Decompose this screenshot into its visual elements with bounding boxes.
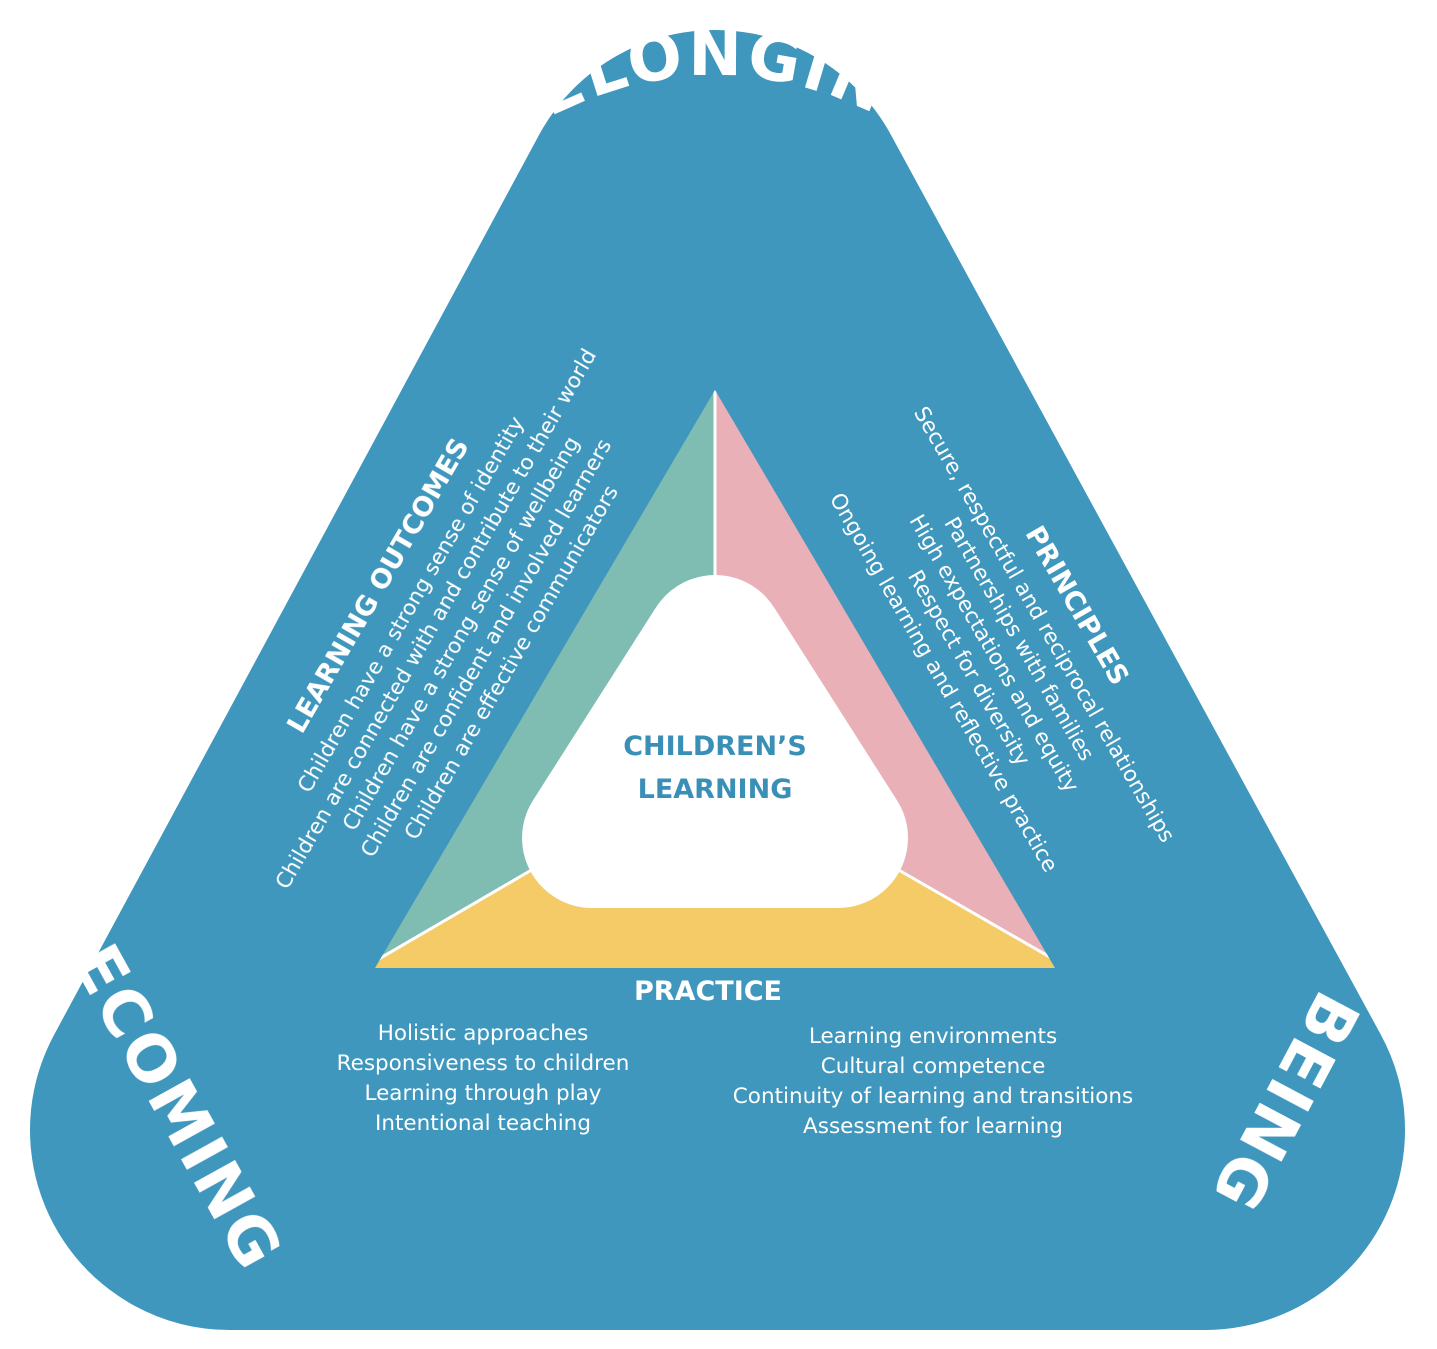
practice-item: Responsiveness to children bbox=[337, 1051, 630, 1076]
practice-item: Holistic approaches bbox=[378, 1021, 589, 1046]
practice-item: Learning through play bbox=[364, 1081, 601, 1106]
center-title-line1: CHILDREN’S bbox=[623, 731, 807, 762]
practice-item: Cultural competence bbox=[821, 1054, 1046, 1079]
practice-item: Assessment for learning bbox=[803, 1114, 1063, 1139]
practice-item: Learning environments bbox=[809, 1024, 1057, 1049]
sector-dividers bbox=[0, 0, 1437, 1180]
practice-item: Intentional teaching bbox=[375, 1111, 591, 1136]
practice-text: PRACTICE Holistic approaches Responsiven… bbox=[337, 976, 1134, 1139]
center-title-line2: LEARNING bbox=[638, 774, 793, 805]
center-triangle bbox=[522, 575, 908, 908]
practice-title: PRACTICE bbox=[634, 976, 782, 1007]
practice-item: Continuity of learning and transitions bbox=[733, 1084, 1133, 1109]
